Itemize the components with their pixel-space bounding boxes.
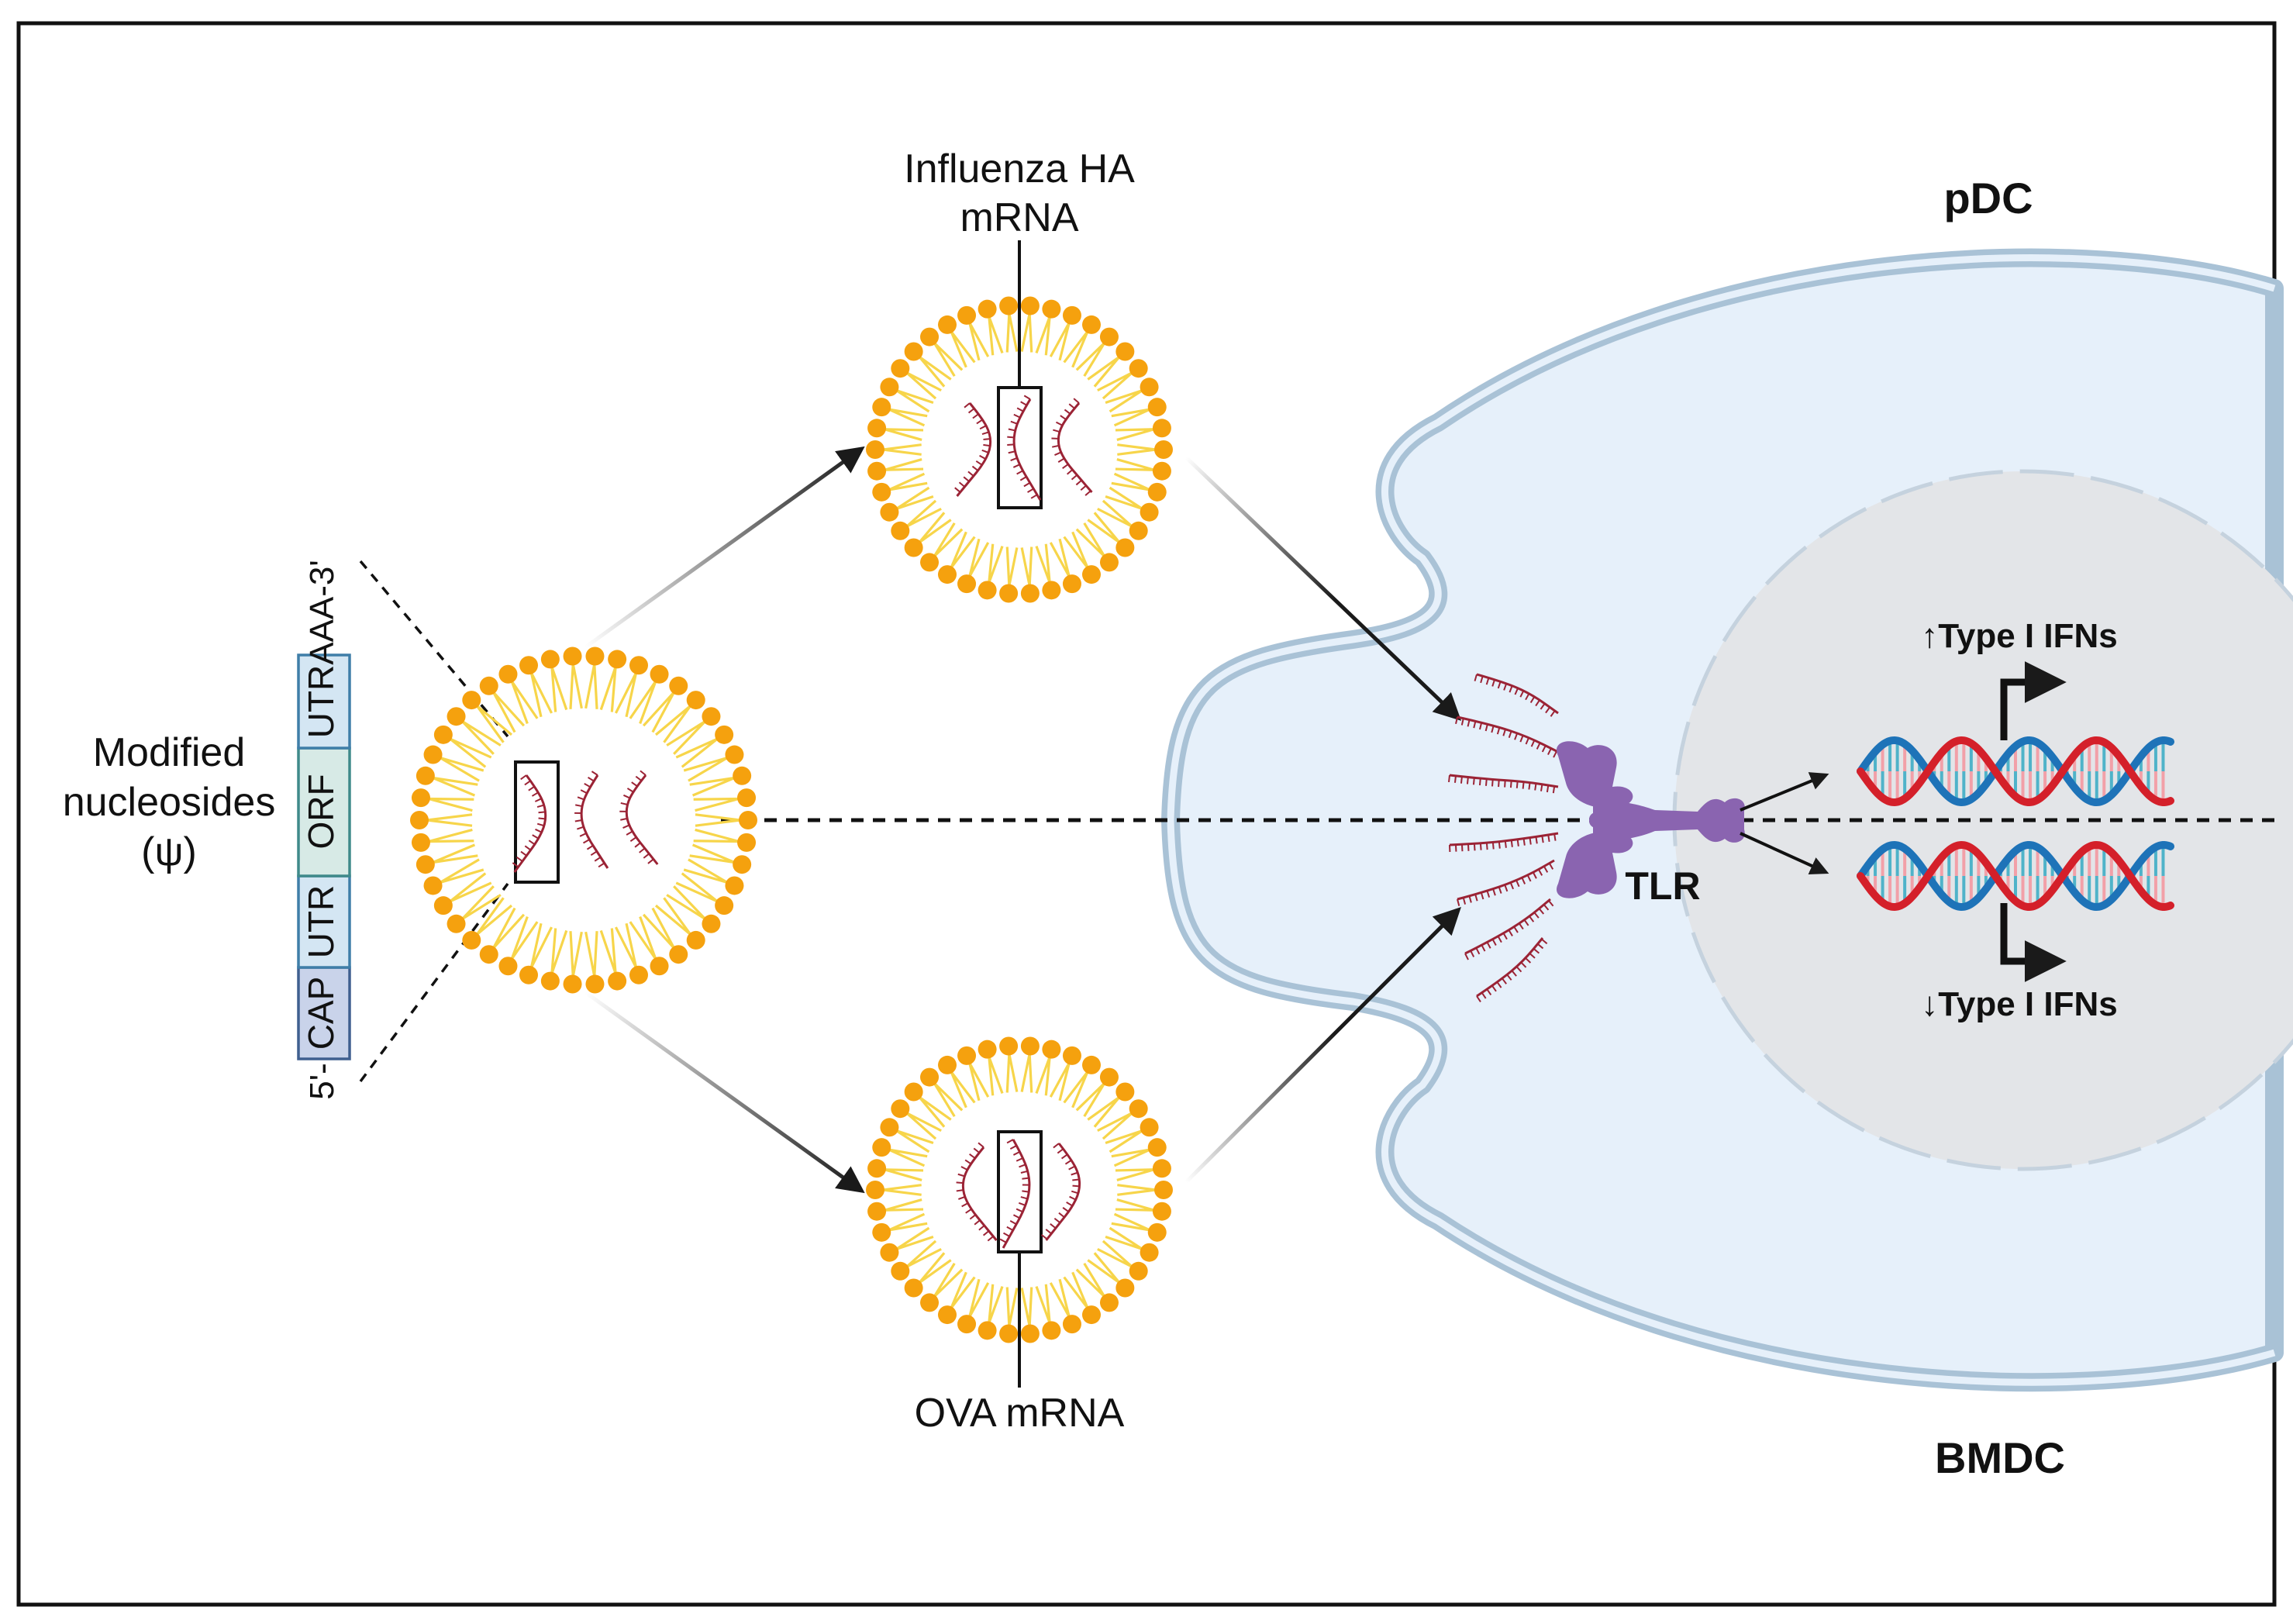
mrna-strand-icon-tlr-5 — [1457, 859, 1555, 906]
ifn-up-label: ↑Type I IFNs — [1921, 617, 2117, 655]
mrna-strand-icon-ha-1 — [954, 402, 992, 497]
mrna-strand-icon-ova-1 — [956, 1142, 998, 1242]
construct-utr-5-label: UTR — [301, 885, 341, 959]
construct-segment-orf — [297, 746, 351, 878]
tlr-label: TLR — [1625, 864, 1700, 908]
pdc-label: pDC — [1943, 174, 2033, 222]
tlr-receptor-icon — [1557, 741, 1745, 898]
bmdc-label: BMDC — [1935, 1433, 2065, 1482]
construct-utr-3-label: UTR — [301, 665, 341, 739]
dna-layer — [1857, 736, 2174, 912]
mrna-strand-icon-center-3 — [619, 770, 659, 865]
zoom-line-bottom — [359, 882, 509, 1083]
transcription-arrow-icon-up — [2000, 661, 2067, 740]
mrna-construct: CAP UTR ORF UTR AAA-3' 5'- — [297, 560, 351, 1100]
mrna-strand-icon-ha-3 — [1051, 398, 1093, 496]
dna-helix-icon-downregulated — [1857, 840, 2174, 912]
lnp-layer — [410, 296, 1173, 1343]
mrna-strand-icon-tlr-3 — [1448, 774, 1559, 794]
construct-cap-label: CAP — [301, 977, 341, 1050]
arrow-ova-to-cell — [1184, 907, 1461, 1184]
construct-segment-utr-5 — [297, 874, 351, 969]
mrna-strand-icon-tlr-1 — [1474, 673, 1559, 717]
arrow-to-ha-lnp — [584, 446, 865, 650]
construct-segment-utr-3 — [297, 653, 351, 750]
ova-mrna-label: OVA mRNA — [915, 1391, 1125, 1436]
mrna-strand-icon-center-1 — [512, 774, 547, 873]
construct-segment-cap — [297, 966, 351, 1060]
mrna-layer — [512, 395, 1559, 1249]
lipid-nanoparticle-icon-ha — [866, 296, 1173, 603]
mrna-strand-icon-ova-3 — [1041, 1143, 1081, 1241]
arrow-tlr-to-dna-up — [1740, 772, 1829, 812]
modified-nucleosides-label-line3: (ψ) — [141, 829, 197, 874]
mrna-strand-icon-tlr-4 — [1449, 832, 1559, 853]
arrow-to-ova-lnp — [584, 990, 865, 1194]
lnp-center-mrna-box — [514, 760, 560, 884]
zoom-line-top — [359, 560, 509, 738]
ha-mrna-label-line1: Influenza HA — [904, 147, 1135, 191]
mrna-strand-icon-center-2 — [574, 771, 609, 869]
modified-nucleosides-label-line1: Modified — [93, 730, 246, 775]
ha-mrna-label-line2: mRNA — [960, 195, 1078, 240]
lipid-nanoparticle-icon-center — [410, 646, 757, 994]
lipid-nanoparticle-icon-ova — [866, 1036, 1173, 1343]
dna-helix-icon-upregulated — [1857, 736, 2174, 807]
arrow-tlr-to-dna-down — [1740, 832, 1829, 874]
arrow-ha-to-cell — [1184, 456, 1462, 721]
construct-three-prime-label: AAA-3' — [303, 560, 341, 665]
modified-nucleosides-label-line2: nucleosides — [63, 780, 276, 825]
construct-five-prime-label: 5'- — [303, 1063, 341, 1100]
mrna-strand-icon-tlr-2 — [1455, 715, 1559, 758]
mrna-strand-icon-ha-2 — [1007, 395, 1042, 501]
construct-orf-label: ORF — [301, 774, 341, 849]
transcription-arrow-icon-down — [2000, 903, 2067, 982]
mrna-strand-icon-tlr-6 — [1464, 898, 1554, 960]
ifn-down-label: ↓Type I IFNs — [1921, 985, 2117, 1023]
mrna-strand-icon-tlr-7 — [1476, 937, 1548, 1003]
mrna-strand-icon-ova-2 — [999, 1139, 1031, 1249]
